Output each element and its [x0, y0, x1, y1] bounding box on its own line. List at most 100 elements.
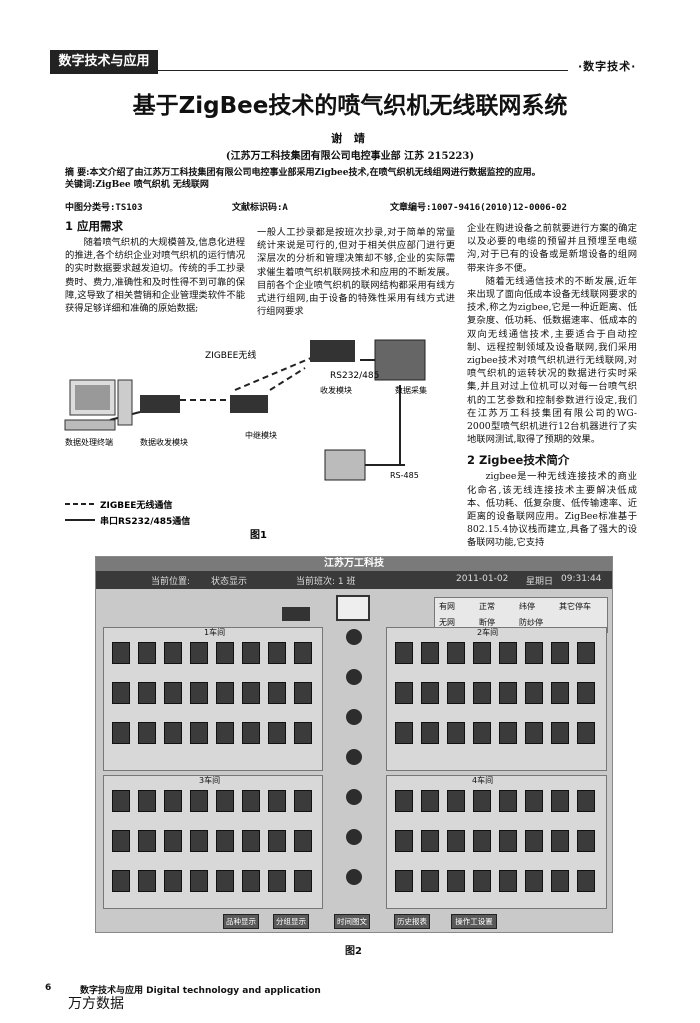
loom-tile[interactable] [577, 790, 595, 812]
workshop-1[interactable]: 1车间 [103, 627, 323, 771]
loom-tile[interactable] [499, 642, 517, 664]
loom-tile[interactable] [499, 870, 517, 892]
loom-tile[interactable] [138, 830, 156, 852]
loom-tile[interactable] [216, 722, 234, 744]
loom-tile[interactable] [447, 642, 465, 664]
loom-tile[interactable] [190, 870, 208, 892]
loom-tile[interactable] [242, 830, 260, 852]
loom-tile[interactable] [473, 870, 491, 892]
loom-tile[interactable] [190, 642, 208, 664]
loom-tile[interactable] [294, 790, 312, 812]
loom-tile[interactable] [164, 830, 182, 852]
loom-tile[interactable] [268, 830, 286, 852]
loom-tile[interactable] [395, 830, 413, 852]
loom-tile[interactable] [577, 722, 595, 744]
loom-tile[interactable] [268, 790, 286, 812]
loom-tile[interactable] [421, 682, 439, 704]
loom-tile[interactable] [473, 790, 491, 812]
loom-tile[interactable] [421, 870, 439, 892]
loom-tile[interactable] [216, 870, 234, 892]
loom-tile[interactable] [190, 830, 208, 852]
loom-tile[interactable] [499, 790, 517, 812]
loom-tile[interactable] [112, 870, 130, 892]
loom-tile[interactable] [216, 642, 234, 664]
loom-tile[interactable] [395, 682, 413, 704]
loom-tile[interactable] [112, 790, 130, 812]
loom-tile[interactable] [268, 722, 286, 744]
group-display-button[interactable]: 分组显示 [273, 914, 309, 929]
loom-tile[interactable] [138, 682, 156, 704]
loom-tile[interactable] [164, 682, 182, 704]
loom-tile[interactable] [216, 830, 234, 852]
loom-tile[interactable] [138, 790, 156, 812]
loom-tile[interactable] [577, 682, 595, 704]
loom-tile[interactable] [164, 870, 182, 892]
loom-tile[interactable] [294, 642, 312, 664]
loom-tile[interactable] [577, 642, 595, 664]
loom-tile[interactable] [138, 722, 156, 744]
loom-tile[interactable] [112, 642, 130, 664]
loom-tile[interactable] [421, 642, 439, 664]
loom-tile[interactable] [551, 830, 569, 852]
loom-tile[interactable] [164, 642, 182, 664]
loom-tile[interactable] [190, 722, 208, 744]
loom-tile[interactable] [421, 830, 439, 852]
loom-tile[interactable] [395, 642, 413, 664]
loom-tile[interactable] [395, 790, 413, 812]
loom-tile[interactable] [473, 642, 491, 664]
workshop-3[interactable]: 3车间 [103, 775, 323, 909]
loom-tile[interactable] [551, 870, 569, 892]
loom-tile[interactable] [112, 682, 130, 704]
loom-tile[interactable] [242, 682, 260, 704]
loom-tile[interactable] [216, 682, 234, 704]
loom-tile[interactable] [447, 830, 465, 852]
loom-tile[interactable] [499, 682, 517, 704]
loom-tile[interactable] [577, 870, 595, 892]
loom-tile[interactable] [190, 682, 208, 704]
loom-tile[interactable] [447, 790, 465, 812]
loom-tile[interactable] [421, 722, 439, 744]
loom-tile[interactable] [164, 722, 182, 744]
loom-tile[interactable] [268, 642, 286, 664]
loom-tile[interactable] [473, 722, 491, 744]
loom-tile[interactable] [294, 682, 312, 704]
loom-tile[interactable] [112, 830, 130, 852]
loom-tile[interactable] [268, 682, 286, 704]
operator-settings-button[interactable]: 操作工设置 [451, 914, 497, 929]
loom-tile[interactable] [294, 870, 312, 892]
loom-tile[interactable] [577, 830, 595, 852]
loom-tile[interactable] [190, 790, 208, 812]
loom-tile[interactable] [395, 722, 413, 744]
loom-tile[interactable] [551, 682, 569, 704]
history-report-button[interactable]: 历史报表 [394, 914, 430, 929]
loom-tile[interactable] [499, 830, 517, 852]
loom-tile[interactable] [216, 790, 234, 812]
loom-tile[interactable] [525, 790, 543, 812]
workshop-2[interactable]: 2车间 [386, 627, 607, 771]
loom-tile[interactable] [138, 870, 156, 892]
loom-tile[interactable] [551, 790, 569, 812]
loom-tile[interactable] [395, 870, 413, 892]
loom-tile[interactable] [473, 830, 491, 852]
loom-tile[interactable] [525, 870, 543, 892]
workshop-4[interactable]: 4车间 [386, 775, 607, 909]
loom-tile[interactable] [525, 682, 543, 704]
loom-tile[interactable] [242, 642, 260, 664]
loom-tile[interactable] [551, 642, 569, 664]
loom-tile[interactable] [421, 790, 439, 812]
variety-display-button[interactable]: 品种显示 [223, 914, 259, 929]
loom-tile[interactable] [294, 830, 312, 852]
loom-tile[interactable] [138, 642, 156, 664]
loom-tile[interactable] [525, 830, 543, 852]
loom-tile[interactable] [525, 722, 543, 744]
loom-tile[interactable] [447, 870, 465, 892]
loom-tile[interactable] [242, 790, 260, 812]
loom-tile[interactable] [447, 682, 465, 704]
loom-tile[interactable] [294, 722, 312, 744]
loom-tile[interactable] [164, 790, 182, 812]
loom-tile[interactable] [525, 642, 543, 664]
time-chart-button[interactable]: 时间图文 [334, 914, 370, 929]
loom-tile[interactable] [551, 722, 569, 744]
loom-tile[interactable] [242, 870, 260, 892]
loom-tile[interactable] [473, 682, 491, 704]
